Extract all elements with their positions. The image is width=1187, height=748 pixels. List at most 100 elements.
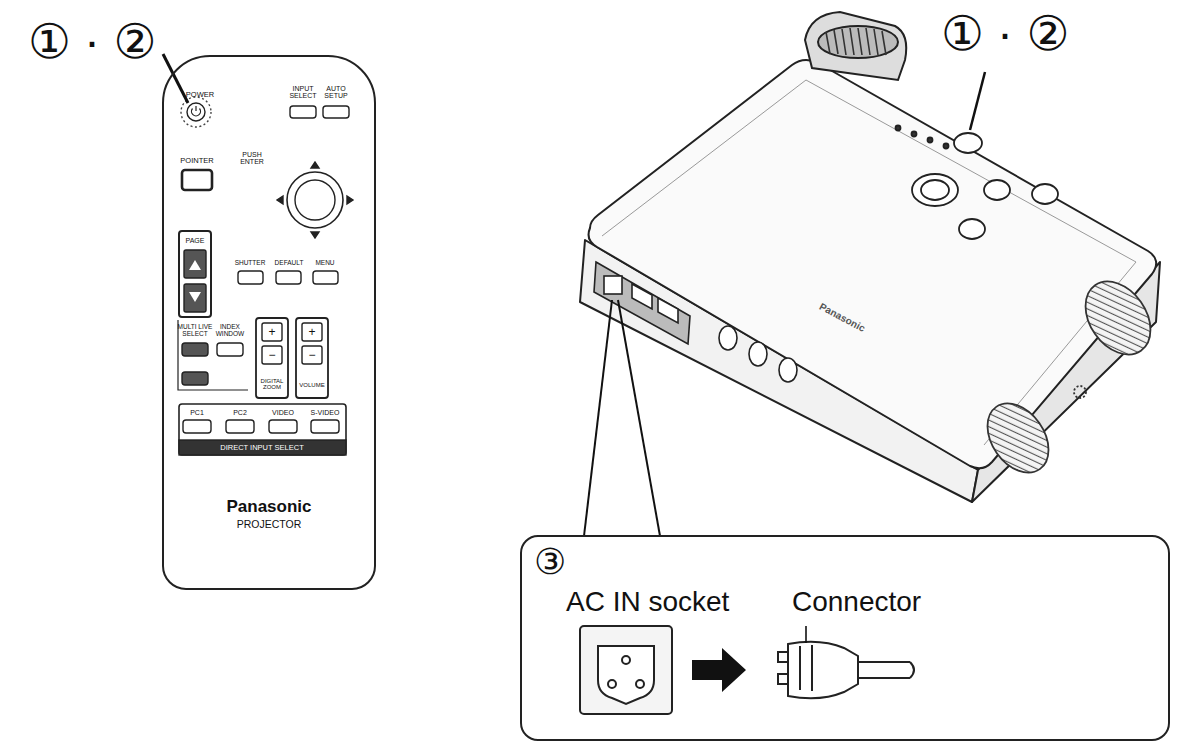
power-plug [800, 645, 812, 691]
remote-buttons [226, 420, 254, 433]
projector-body [589, 60, 1157, 468]
button-label: DEFAULT [271, 260, 307, 267]
leader-line [584, 300, 612, 536]
remote-control: PanasonicPROJECTOR [162, 55, 376, 590]
insert-arrow [692, 648, 746, 692]
ac-socket-icon [580, 626, 672, 714]
control-buttons [921, 180, 949, 200]
connector-panel [594, 262, 797, 382]
remote-buttons [189, 292, 201, 302]
remote-buttons [277, 162, 353, 238]
callout-number: ③ [534, 541, 566, 582]
remote-buttons [313, 271, 338, 284]
button-label: DIRECT INPUT SELECT [182, 444, 342, 452]
control-buttons [954, 133, 982, 153]
button-label: + [303, 326, 321, 339]
control-buttons [959, 219, 985, 239]
ac-socket-icon [636, 680, 644, 688]
remote-buttons [184, 250, 206, 278]
remote-buttons [217, 343, 243, 356]
leader-line [163, 54, 188, 103]
power-plug [910, 662, 914, 678]
connector-panel [779, 358, 797, 382]
button-label: AUTO SETUP [320, 85, 352, 100]
connector-panel [749, 342, 767, 366]
remote-buttons [178, 97, 353, 455]
remote-buttons [276, 271, 301, 284]
brand-name: Panasonic [164, 497, 374, 517]
power-plug [778, 642, 914, 699]
remote-buttons [182, 170, 212, 190]
connector-panel [632, 284, 678, 323]
part-label: Connector [792, 586, 921, 618]
remote-buttons [311, 420, 339, 433]
remote-buttons [183, 420, 211, 433]
leader-line [970, 72, 985, 130]
remote-buttons [295, 180, 335, 220]
ac-socket-icon [580, 626, 672, 714]
remote-buttons [179, 231, 211, 317]
power-plug [858, 662, 910, 678]
remote-buttons [302, 323, 322, 341]
button-label: PC1 [181, 409, 213, 416]
ac-socket-icon [622, 656, 630, 664]
remote-buttons [302, 346, 322, 364]
remote-buttons [184, 284, 206, 312]
button-label: − [263, 349, 281, 362]
remote-buttons [290, 106, 316, 118]
button-label: MENU [310, 260, 340, 267]
projector-body [580, 60, 1160, 502]
button-label: VOLUME [296, 382, 328, 388]
remote-buttons [178, 320, 248, 390]
remote-buttons [238, 271, 263, 284]
remote-buttons [323, 106, 349, 118]
projector-body [602, 80, 1136, 445]
button-label: DIGITAL ZOOM [256, 378, 288, 391]
part-label: AC IN socket [566, 586, 729, 618]
leader-line [618, 300, 660, 536]
button-label: POINTER [176, 157, 218, 165]
remote-buttons [296, 318, 328, 398]
callout-number: ① · ② [915, 9, 1095, 59]
connector-panel [719, 326, 737, 350]
control-buttons [944, 144, 949, 149]
remote-buttons [269, 420, 297, 433]
control-buttons [896, 126, 1059, 240]
remote-buttons [182, 372, 208, 385]
control-buttons [984, 180, 1010, 200]
leader-line [584, 300, 660, 536]
remote-buttons [287, 172, 343, 228]
button-label: POWER [182, 91, 218, 99]
connector-panel [604, 276, 622, 294]
model-name: PROJECTOR [164, 518, 374, 530]
power-plug [778, 652, 788, 684]
remote-buttons [192, 106, 201, 116]
button-label: PUSH ENTER [237, 151, 267, 166]
power-plug [788, 642, 858, 699]
remote-buttons [262, 346, 282, 364]
button-label: + [263, 326, 281, 339]
button-label: INDEX WINDOW [215, 324, 245, 338]
remote-buttons [187, 103, 205, 121]
button-label: PAGE [181, 237, 209, 244]
vent-grille [1072, 269, 1164, 367]
button-label: − [303, 349, 321, 362]
remote-buttons [262, 323, 282, 341]
leader-line [805, 626, 807, 643]
vent-grille [975, 269, 1164, 484]
lens-housing [818, 26, 898, 58]
control-buttons [1032, 184, 1058, 204]
remote-buttons [179, 404, 346, 455]
lens-housing [826, 28, 886, 55]
control-buttons [912, 132, 917, 137]
button-label: MULTI LIVE SELECT [177, 324, 213, 338]
remote-buttons [256, 318, 288, 398]
control-buttons [896, 126, 901, 131]
button-label: INPUT SELECT [287, 85, 319, 100]
callout-box: ③AC IN socket Connector [520, 535, 1170, 741]
remote-buttons [182, 343, 208, 356]
callout-number: ① · ② [2, 17, 182, 67]
vent-grille [1074, 386, 1086, 398]
